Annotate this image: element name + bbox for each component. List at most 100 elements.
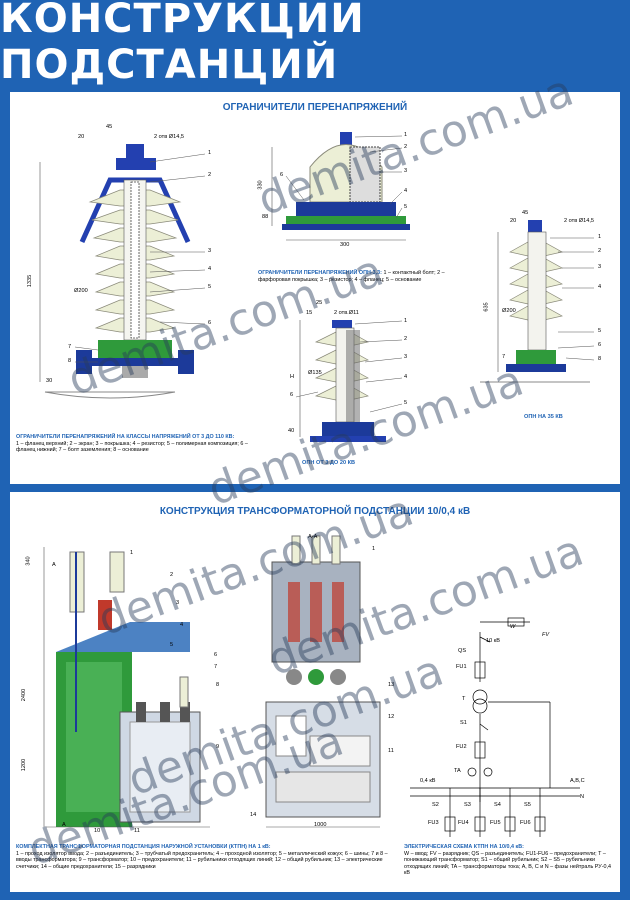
arrester-opn33-drawing — [271, 132, 410, 241]
dim-d-holes: 2 отв Ø14,5 — [564, 218, 594, 224]
schema-fu5: FU5 — [490, 820, 501, 826]
callout-s2: 2 — [170, 572, 174, 578]
callout-s11: 11 — [134, 828, 140, 834]
callout-m12: 12 — [388, 714, 395, 720]
dim-25: 25 — [316, 300, 323, 306]
dim-holes-11: 2 отв.Ø11 — [334, 310, 359, 316]
callout-b1: 1 — [404, 132, 408, 138]
dim-30: 30 — [46, 378, 53, 384]
schema-s4: S4 — [494, 802, 501, 808]
callout-c6: 6 — [290, 392, 294, 398]
dim-330: 330 — [257, 180, 264, 190]
dim-88: 88 — [262, 214, 269, 220]
schema-s1: S1 — [460, 720, 467, 726]
page-title: КОНСТРУКЦИИ ПОДСТАНЦИЙ — [0, 0, 365, 88]
dim-2400: 2400 — [21, 688, 28, 702]
callout-m1: 1 — [372, 546, 376, 552]
dim-d-20: 20 — [510, 218, 517, 224]
schema-caption: ЭЛЕКТРИЧЕСКАЯ СХЕМА КТПН НА 10/0,4 кВ: W… — [404, 844, 616, 877]
arresters-caption: ОГРАНИЧИТЕЛИ ПЕРЕНАПРЯЖЕНИЙ НА КЛАССЫ НА… — [16, 434, 256, 454]
callout-d7: 7 — [502, 354, 506, 360]
callout-d3: 3 — [598, 264, 602, 270]
electrical-schema — [410, 617, 580, 837]
section-aa-label: A-A — [308, 534, 318, 540]
callout-d4: 4 — [598, 284, 602, 290]
schema-n: N — [580, 794, 585, 800]
callout-s4: 4 — [180, 622, 184, 628]
dim-340: 340 — [25, 556, 32, 566]
title-banner: КОНСТРУКЦИИ ПОДСТАНЦИЙ — [0, 0, 630, 88]
callout-b5: 5 — [404, 204, 408, 210]
ktpn-caption: КОМПЛЕКТНАЯ ТРАНСФОРМАТОРНАЯ ПОДСТАНЦИЯ … — [16, 844, 398, 870]
dim-d-d200: Ø200 — [502, 308, 516, 314]
dim-h: H — [290, 374, 295, 380]
dim-d-45: 45 — [522, 210, 529, 216]
callout-b6: 6 — [280, 172, 284, 178]
schema-caption-text: W – ввод; FV – разрядник; QS – разъедини… — [404, 850, 611, 877]
arrester-opn3-20-drawing — [299, 320, 386, 442]
callout-m11: 11 — [388, 748, 394, 754]
callout-c1: 1 — [404, 318, 408, 324]
section-mark-a-bottom: A — [62, 822, 66, 828]
dim-635: 635 — [483, 302, 490, 312]
schema-fu1: FU1 — [456, 664, 467, 670]
callout-s3: 3 — [176, 600, 180, 606]
dim-45: 45 — [106, 124, 113, 130]
callout-m14: 14 — [250, 812, 257, 818]
opn33-caption-text: 1 – контактный болт; 2 – фарфоровая покр… — [258, 270, 445, 283]
schema-fu3: FU3 — [428, 820, 439, 826]
callout-c5: 5 — [404, 400, 408, 406]
callout-d2: 2 — [598, 248, 602, 254]
schema-caption-title: ЭЛЕКТРИЧЕСКАЯ СХЕМА КТПН НА 10/0,4 кВ: — [404, 844, 524, 850]
schema-fv: FV — [542, 632, 550, 638]
callout-b3: 3 — [404, 168, 408, 174]
dim-d135: Ø135 — [308, 370, 322, 376]
opn35-label: ОПН НА 35 КВ — [524, 414, 563, 420]
schema-10kv: 10 кВ — [486, 638, 500, 644]
callout-d6: 6 — [598, 342, 602, 348]
arrester-opn35-drawing — [480, 220, 590, 383]
callout-s8: 8 — [216, 682, 220, 688]
schema-t: T — [462, 696, 466, 702]
section2-title: КОНСТРУКЦИЯ ТРАНСФОРМАТОРНОЙ ПОДСТАНЦИИ … — [159, 506, 471, 517]
ktpn-side-view — [43, 547, 210, 828]
section1-title: ОГРАНИЧИТЕЛИ ПЕРЕНАПРЯЖЕНИЙ — [222, 102, 408, 113]
callout-c2: 2 — [404, 336, 408, 342]
surge-arresters-drawings — [39, 132, 595, 442]
substation-drawings — [43, 535, 580, 837]
callout-s5: 5 — [170, 642, 174, 648]
dim-d200: Ø200 — [74, 288, 88, 294]
dim-1200: 1200 — [21, 758, 28, 772]
callout-b4: 4 — [404, 188, 408, 194]
callout-d5: 5 — [598, 328, 602, 334]
opn33-caption: ОГРАНИЧИТЕЛИ ПЕРЕНАПРЯЖЕНИЙ ОПН-3,3: 1 –… — [258, 270, 448, 283]
callout-a1: 1 — [208, 150, 212, 156]
schema-w: W — [510, 624, 516, 630]
schema-abc: A,B,C — [570, 778, 585, 784]
callout-s6: 6 — [214, 652, 218, 658]
schema-qs: QS — [458, 648, 467, 654]
dim-15: 15 — [306, 310, 313, 316]
schema-04kv: 0,4 кВ — [420, 778, 436, 784]
callout-m13: 13 — [388, 682, 395, 688]
dim-40: 40 — [288, 428, 295, 434]
callout-s9: 9 — [216, 744, 220, 750]
dim-300: 300 — [340, 242, 350, 248]
surge-arresters-panel: ОГРАНИЧИТЕЛИ ПЕРЕНАПРЯЖЕНИЙ — [10, 92, 620, 484]
callout-a7: 7 — [68, 344, 72, 350]
ktpn-caption-title: КОМПЛЕКТНАЯ ТРАНСФОРМАТОРНАЯ ПОДСТАНЦИЯ … — [16, 844, 271, 850]
dim-holes: 2 отв Ø14,5 — [154, 134, 184, 140]
substation-panel: КОНСТРУКЦИЯ ТРАНСФОРМАТОРНОЙ ПОДСТАНЦИИ … — [10, 492, 620, 892]
ktpn-front-view — [265, 535, 381, 828]
callout-c4: 4 — [404, 374, 408, 380]
schema-fu2: FU2 — [456, 744, 467, 750]
callout-d1: 1 — [598, 234, 602, 240]
callout-a3: 3 — [208, 248, 212, 254]
opn33-caption-title: ОГРАНИЧИТЕЛИ ПЕРЕНАПРЯЖЕНИЙ ОПН-3,3: — [258, 270, 382, 276]
dim-1000: 1000 — [314, 822, 327, 828]
arresters-caption-title: ОГРАНИЧИТЕЛИ ПЕРЕНАПРЯЖЕНИЙ НА КЛАССЫ НА… — [16, 434, 235, 440]
callout-a6: 6 — [208, 320, 212, 326]
schema-s2: S2 — [432, 802, 439, 808]
arrester-110kv-drawing — [39, 144, 194, 399]
callout-d8: 8 — [598, 356, 602, 362]
